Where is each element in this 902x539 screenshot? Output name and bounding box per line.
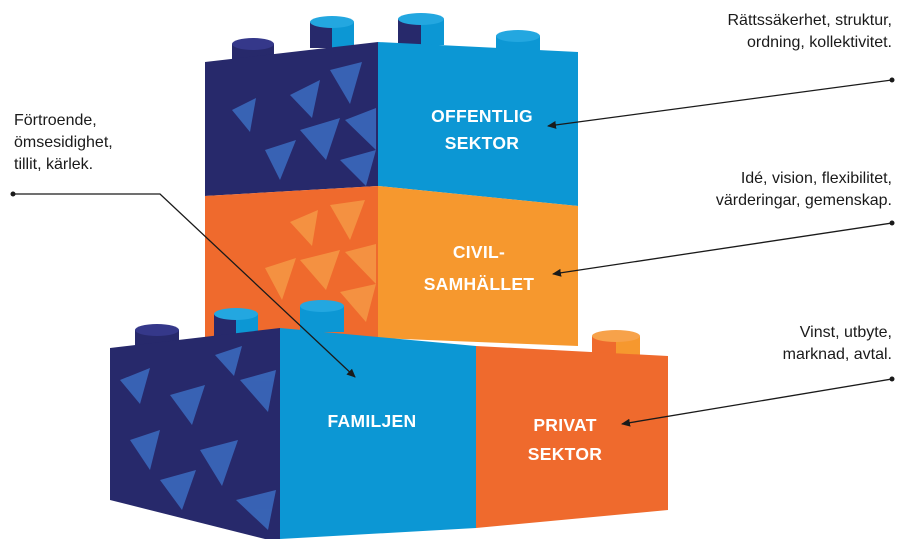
- annotation-familjen-line2: ömsesidighet,: [14, 134, 113, 151]
- annotation-civil-line1: Idé, vision, flexibilitet,: [740, 170, 892, 187]
- annotation-privat-line1: Vinst, utbyte,: [799, 324, 892, 341]
- leader-offentlig: [547, 79, 893, 129]
- offentlig-studs: [232, 13, 540, 68]
- familjen-front-face: [280, 328, 476, 539]
- civil-label-line1: CIVIL-: [453, 242, 505, 262]
- annotation-familjen: Förtroende, ömsesidighet, tillit, kärlek…: [14, 110, 113, 176]
- annotation-privat: Vinst, utbyte, marknad, avtal.: [783, 322, 892, 366]
- annotation-familjen-line3: tillit, kärlek.: [14, 156, 94, 173]
- leader-privat: [621, 378, 893, 427]
- offentlig-label-line2: SEKTOR: [445, 133, 519, 153]
- privat-label-line1: PRIVAT: [533, 415, 596, 435]
- offentlig-pattern: [232, 62, 376, 186]
- leader-civil: [552, 222, 893, 277]
- civil-pattern: [265, 200, 376, 322]
- leader-familjen: [13, 193, 356, 378]
- block-privat-sektor: PRIVAT SEKTOR: [476, 330, 668, 528]
- annotation-civil-line2: värderingar, gemenskap.: [715, 192, 892, 209]
- leader-lines: [10, 77, 895, 427]
- annotation-offentlig-line2: ordning, kollektivitet.: [747, 34, 892, 51]
- privat-front-face: [476, 346, 668, 528]
- block-civilsamhallet: CIVIL- SAMHÄLLET: [205, 186, 578, 346]
- annotation-offentlig: Rättssäkerhet, struktur, ordning, kollek…: [727, 10, 892, 54]
- annotation-offentlig-line1: Rättssäkerhet, struktur,: [727, 12, 892, 29]
- block-offentlig-sektor: OFFENTLIG SEKTOR: [205, 13, 578, 206]
- annotation-familjen-line1: Förtroende,: [14, 112, 97, 129]
- offentlig-front-face: [378, 42, 578, 206]
- offentlig-left-face: [205, 42, 378, 196]
- block-familjen: FAMILJEN: [110, 300, 476, 539]
- familjen-label: FAMILJEN: [328, 411, 417, 431]
- civil-front-face: [378, 186, 578, 346]
- annotation-privat-line2: marknad, avtal.: [782, 346, 892, 363]
- civil-label-line2: SAMHÄLLET: [424, 274, 535, 294]
- privat-label-line2: SEKTOR: [528, 444, 602, 464]
- familjen-pattern: [120, 346, 276, 530]
- offentlig-label-line1: OFFENTLIG: [431, 106, 533, 126]
- familjen-left-face: [110, 328, 280, 539]
- annotation-civil: Idé, vision, flexibilitet, värderingar, …: [716, 168, 892, 212]
